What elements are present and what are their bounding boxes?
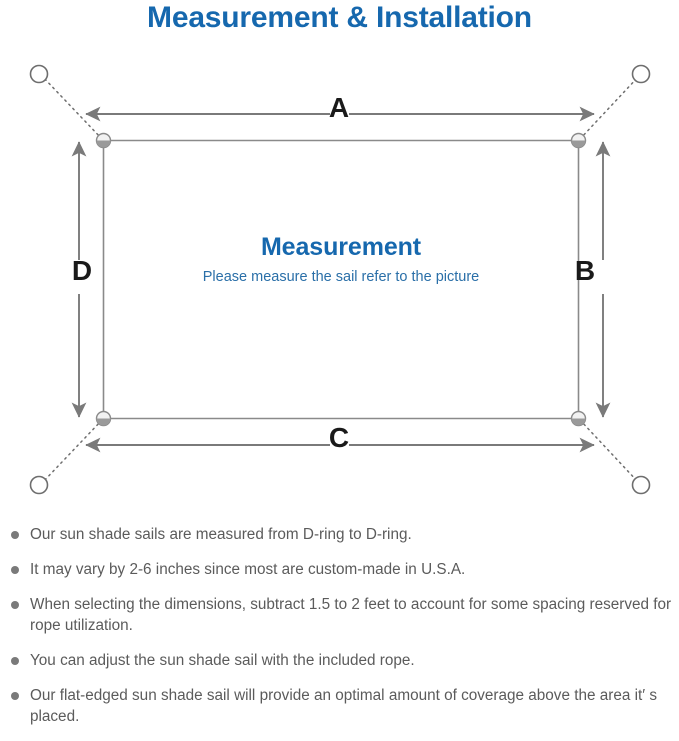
top-right-d-ring-icon [570, 132, 587, 149]
bullet-icon [11, 566, 19, 574]
note-text: Our sun shade sails are measured from D-… [30, 526, 412, 543]
list-item: You can adjust the sun shade sail with t… [0, 650, 679, 671]
note-text: You can adjust the sun shade sail with t… [30, 652, 415, 669]
bullet-icon [11, 692, 19, 700]
bullet-icon [11, 531, 19, 539]
bullet-icon [11, 601, 19, 609]
top-left-anchor-icon [29, 64, 49, 84]
bottom-left-d-ring-icon [95, 410, 112, 427]
top-right-anchor-icon [631, 64, 651, 84]
note-text: Our flat-edged sun shade sail will provi… [30, 687, 658, 725]
dimension-label-a: A [328, 92, 350, 123]
bottom-right-anchor-icon [631, 475, 651, 495]
rope-bottom-left [41, 419, 103, 484]
bottom-left-anchor-icon [29, 475, 49, 495]
bullet-icon [11, 657, 19, 665]
note-text: When selecting the dimensions, subtract … [30, 596, 672, 634]
notes-list: Our sun shade sails are measured from D-… [0, 524, 679, 741]
rope-top-right [579, 75, 640, 140]
note-text: It may vary by 2-6 inches since most are… [30, 561, 466, 578]
bottom-right-d-ring-icon [570, 410, 587, 427]
diagram-graphics [29, 64, 651, 495]
measurement-diagram: A B C D Measurement Please measure the s… [0, 42, 679, 514]
list-item: When selecting the dimensions, subtract … [0, 594, 679, 636]
list-item: Our flat-edged sun shade sail will provi… [0, 685, 679, 727]
list-item: Our sun shade sails are measured from D-… [0, 524, 679, 545]
page-title: Measurement & Installation [147, 1, 532, 34]
dimension-label-c: C [328, 422, 350, 453]
rope-top-left [41, 75, 103, 140]
measurement-subtitle: Please measure the sail refer to the pic… [202, 269, 480, 285]
measurement-caption: Measurement Please measure the sail refe… [103, 232, 579, 287]
dimension-label-b: B [574, 255, 596, 286]
dimension-label-d: D [71, 255, 93, 286]
top-left-d-ring-icon [95, 132, 112, 149]
list-item: It may vary by 2-6 inches since most are… [0, 559, 679, 580]
measurement-heading: Measurement [260, 233, 422, 261]
sail-rectangle [102, 139, 580, 420]
rope-bottom-right [579, 419, 640, 484]
